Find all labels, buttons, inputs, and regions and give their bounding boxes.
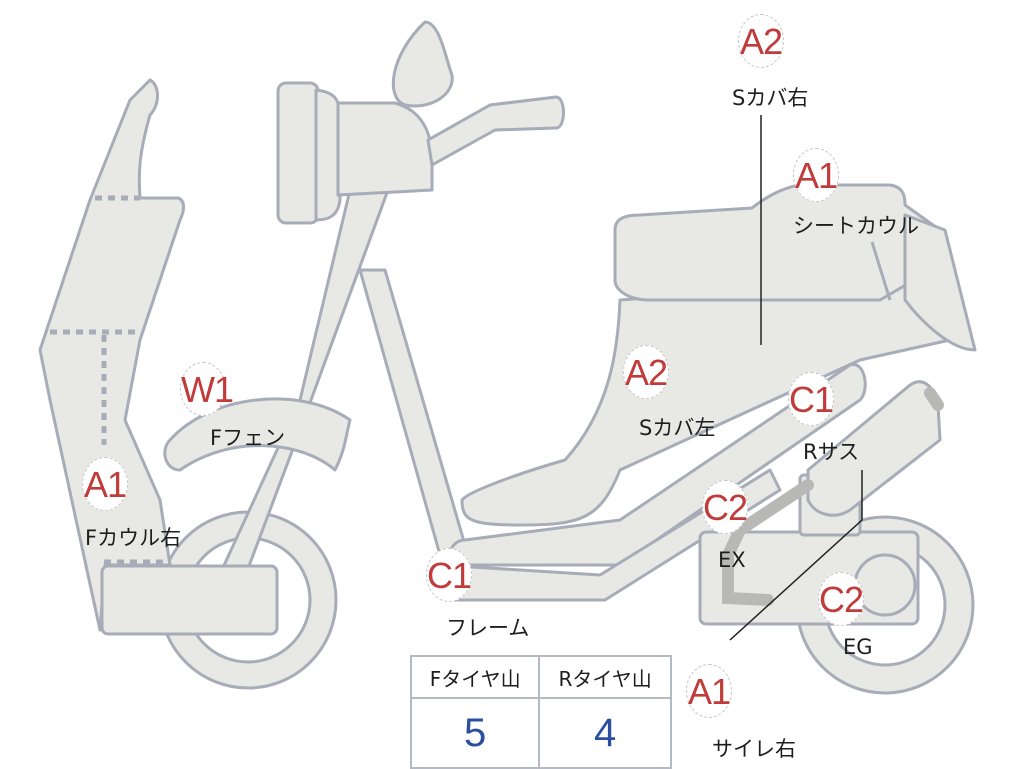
grade-badge-rear-suspension: C1 (788, 372, 834, 426)
front-fender (163, 397, 352, 472)
label-silencer-right: サイレ右 (712, 737, 796, 761)
rear-suspension-box (806, 380, 942, 517)
side-cover (460, 278, 952, 527)
frame-tube (358, 268, 467, 557)
mirror (391, 20, 454, 108)
exhaust-pipe (722, 479, 814, 606)
label-seat-cowl: シートカウル (793, 214, 919, 238)
header-rear-tire-tread: Rタイヤ山 (538, 655, 672, 699)
seat-seam (870, 241, 892, 301)
grade-badge-front-cowl-right: A1 (82, 457, 128, 511)
label-scover-right: Sカバ右 (732, 86, 809, 110)
rear-axle-stub (924, 387, 944, 411)
label-frame: フレーム (446, 616, 530, 640)
engine-hub (853, 553, 917, 617)
grade-badge-frame: C1 (426, 548, 472, 602)
label-front-fender: Fフェン (210, 426, 286, 450)
value-front-tire-tread: 5 (409, 697, 541, 769)
grade-badge-scover-right: A2 (738, 14, 784, 68)
tire-table-value-row: 5 4 (409, 697, 672, 769)
value-rear-tire-tread: 4 (538, 697, 672, 769)
grade-badge-scover-left: A2 (623, 345, 669, 399)
headlight (276, 81, 320, 225)
label-scover-left: Sカバ左 (639, 416, 716, 440)
header-front-tire-tread: Fタイヤ山 (409, 655, 541, 699)
handlebar (426, 95, 565, 167)
tire-tread-table: Fタイヤ山 Rタイヤ山 5 4 (409, 655, 672, 769)
headlight-rim (314, 88, 342, 222)
grade-badge-engine: C2 (818, 572, 864, 626)
grade-badge-exhaust: C2 (702, 480, 748, 534)
grade-badge-silencer-right: A1 (686, 664, 732, 718)
handlebar-cover (336, 101, 434, 197)
front-footboard (100, 564, 279, 636)
label-front-cowl-right: Fカウル右 (85, 526, 182, 550)
grade-badge-seat-cowl: A1 (793, 148, 839, 202)
label-exhaust: EX (718, 548, 746, 572)
grade-badge-front-fender: W1 (180, 362, 234, 416)
tire-table-header-row: Fタイヤ山 Rタイヤ山 (409, 655, 672, 699)
label-engine: EG (843, 635, 873, 659)
seat-tail (903, 213, 977, 352)
seat (613, 183, 942, 302)
label-rear-suspension: Rサス (803, 440, 860, 464)
leader-muffler (729, 470, 863, 641)
